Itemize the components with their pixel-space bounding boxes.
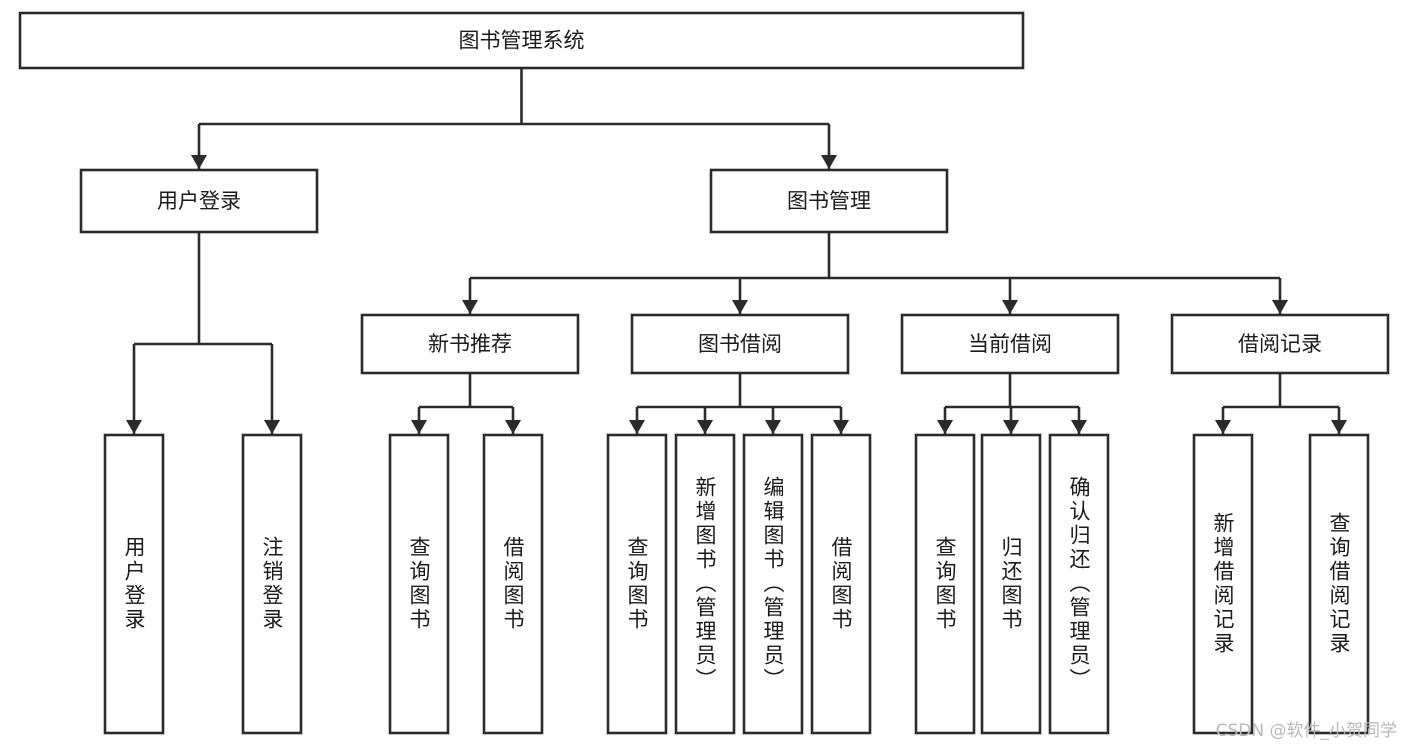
node-leaf-leaf-query-record[interactable]: 查询借阅记录 bbox=[1308, 433, 1370, 735]
node-root-图书管理系统-label: 图书管理系统 bbox=[459, 29, 585, 53]
node-leaf-leaf-query-book-1-label: 查询图书 bbox=[407, 536, 431, 632]
node-leaf-leaf-return-book-box bbox=[980, 433, 1042, 735]
node-leaf-leaf-edit-book[interactable]: 编辑图书（管理员） bbox=[742, 433, 804, 735]
node-root-图书管理系统-box bbox=[18, 11, 1025, 70]
arrow-head-icon bbox=[821, 155, 837, 169]
node-leaf-leaf-confirm-return[interactable]: 确认归还（管理员） bbox=[1048, 433, 1110, 735]
node-leaf-leaf-edit-book-box bbox=[742, 433, 804, 735]
node-leaf-leaf-borrow-book-1-box bbox=[482, 433, 544, 735]
node-leaf-leaf-query-book-1-box bbox=[388, 433, 450, 735]
node-leaf-leaf-borrow-book-1-label: 借阅图书 bbox=[501, 536, 525, 632]
node-leaf-leaf-user-login-label: 用户登录 bbox=[122, 536, 146, 632]
node-l3-borrow-record-label: 借阅记录 bbox=[1238, 332, 1322, 356]
edge-group-new-book-rec bbox=[411, 373, 521, 434]
node-leaf-leaf-add-book[interactable]: 新增图书（管理员） bbox=[674, 433, 736, 735]
edge-group-borrow-record bbox=[1215, 373, 1347, 434]
node-leaf-leaf-return-book[interactable]: 归还图书 bbox=[980, 433, 1042, 735]
node-leaf-leaf-borrow-book-2-label: 借阅图书 bbox=[829, 536, 853, 632]
edge-group-book-borrow bbox=[629, 373, 849, 434]
arrow-head-icon bbox=[833, 420, 849, 434]
node-l3-new-book-rec[interactable]: 新书推荐 bbox=[360, 313, 580, 375]
node-leaf-leaf-borrow-book-2[interactable]: 借阅图书 bbox=[810, 433, 872, 735]
arrow-head-icon bbox=[505, 420, 521, 434]
node-l3-new-book-rec-box bbox=[360, 313, 580, 375]
arrow-head-icon bbox=[1272, 300, 1288, 314]
arrow-head-icon bbox=[937, 420, 953, 434]
node-l3-current-borrow-box bbox=[900, 313, 1120, 375]
node-leaf-leaf-return-book-label: 归还图书 bbox=[999, 536, 1023, 632]
arrow-head-icon bbox=[765, 420, 781, 434]
node-l3-book-borrow-label: 图书借阅 bbox=[698, 332, 782, 356]
arrow-head-icon bbox=[411, 420, 427, 434]
node-l2-book-manage-label: 图书管理 bbox=[787, 189, 871, 213]
node-leaf-leaf-confirm-return-box bbox=[1048, 433, 1110, 735]
node-l3-book-borrow-box bbox=[630, 313, 850, 375]
node-l3-current-borrow[interactable]: 当前借阅 bbox=[900, 313, 1120, 375]
node-leaf-leaf-query-record-label: 查询借阅记录 bbox=[1327, 512, 1351, 656]
arrow-head-icon bbox=[1215, 420, 1231, 434]
node-leaf-leaf-borrow-book-1[interactable]: 借阅图书 bbox=[482, 433, 544, 735]
node-layer: 图书管理系统用户登录图书管理新书推荐图书借阅当前借阅借阅记录用户登录注销登录查询… bbox=[18, 11, 1390, 735]
arrow-head-icon bbox=[264, 420, 280, 434]
node-l3-new-book-rec-label: 新书推荐 bbox=[428, 332, 512, 356]
node-root-图书管理系统[interactable]: 图书管理系统 bbox=[18, 11, 1025, 70]
arrow-head-icon bbox=[462, 300, 478, 314]
node-leaf-leaf-edit-book-label: 编辑图书（管理员） bbox=[761, 476, 785, 692]
node-leaf-leaf-user-login[interactable]: 用户登录 bbox=[103, 433, 165, 735]
arrow-head-icon bbox=[1002, 300, 1018, 314]
node-l2-book-manage-box bbox=[709, 168, 949, 234]
node-leaf-leaf-add-record-label: 新增借阅记录 bbox=[1211, 512, 1235, 656]
node-leaf-leaf-add-record[interactable]: 新增借阅记录 bbox=[1192, 433, 1254, 735]
node-l2-user-login[interactable]: 用户登录 bbox=[79, 168, 319, 234]
node-leaf-leaf-query-book-2[interactable]: 查询图书 bbox=[606, 433, 668, 735]
node-leaf-leaf-query-book-3[interactable]: 查询图书 bbox=[914, 433, 976, 735]
node-leaf-leaf-query-record-box bbox=[1308, 433, 1370, 735]
node-leaf-leaf-user-logout[interactable]: 注销登录 bbox=[241, 433, 303, 735]
node-leaf-leaf-add-record-box bbox=[1192, 433, 1254, 735]
node-leaf-leaf-add-book-box bbox=[674, 433, 736, 735]
node-leaf-leaf-user-logout-label: 注销登录 bbox=[260, 536, 284, 632]
node-leaf-leaf-user-logout-box bbox=[241, 433, 303, 735]
arrow-head-icon bbox=[1331, 420, 1347, 434]
node-leaf-leaf-query-book-2-label: 查询图书 bbox=[625, 536, 649, 632]
edge-group-current-borrow bbox=[937, 373, 1087, 434]
node-l3-borrow-record-box bbox=[1170, 313, 1390, 375]
edge-group-root bbox=[191, 68, 837, 169]
arrow-head-icon bbox=[191, 155, 207, 169]
node-l2-user-login-label: 用户登录 bbox=[157, 189, 241, 213]
node-l2-book-manage[interactable]: 图书管理 bbox=[709, 168, 949, 234]
node-leaf-leaf-borrow-book-2-box bbox=[810, 433, 872, 735]
node-leaf-leaf-confirm-return-label: 确认归还（管理员） bbox=[1067, 476, 1091, 692]
arrow-head-icon bbox=[126, 420, 142, 434]
node-leaf-leaf-query-book-3-label: 查询图书 bbox=[933, 536, 957, 632]
node-leaf-leaf-query-book-2-box bbox=[606, 433, 668, 735]
node-l3-book-borrow[interactable]: 图书借阅 bbox=[630, 313, 850, 375]
csdn-watermark: CSDN @软件_小贺同学 bbox=[1215, 721, 1397, 741]
edge-group-book-manage bbox=[462, 232, 1288, 314]
arrow-head-icon bbox=[1071, 420, 1087, 434]
node-l3-current-borrow-label: 当前借阅 bbox=[968, 332, 1052, 356]
node-leaf-leaf-query-book-1[interactable]: 查询图书 bbox=[388, 433, 450, 735]
arrow-head-icon bbox=[1003, 420, 1019, 434]
arrow-head-icon bbox=[732, 300, 748, 314]
node-l2-user-login-box bbox=[79, 168, 319, 234]
node-leaf-leaf-query-book-3-box bbox=[914, 433, 976, 735]
arrow-head-icon bbox=[697, 420, 713, 434]
node-l3-borrow-record[interactable]: 借阅记录 bbox=[1170, 313, 1390, 375]
arrow-head-icon bbox=[629, 420, 645, 434]
node-leaf-leaf-user-login-box bbox=[103, 433, 165, 735]
edge-group-user-login bbox=[126, 232, 280, 434]
connector-layer bbox=[126, 68, 1347, 434]
node-leaf-leaf-add-book-label: 新增图书（管理员） bbox=[693, 476, 717, 692]
